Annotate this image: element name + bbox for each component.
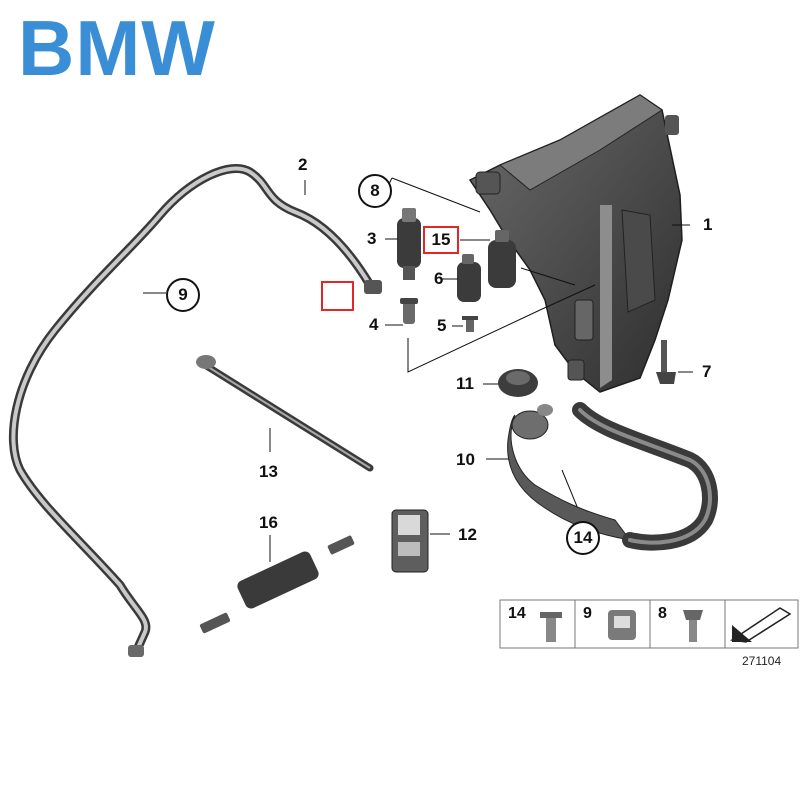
highlight-box	[321, 281, 354, 311]
callout-14: 14	[566, 521, 600, 555]
screw-5	[462, 316, 478, 332]
callout-16: 16	[259, 513, 278, 532]
sleeve-16	[199, 535, 355, 634]
washer-pump-15	[488, 230, 516, 288]
callout-4: 4	[369, 315, 379, 334]
callout-9: 9	[166, 278, 200, 312]
callout-8: 8	[358, 174, 392, 208]
callout-1: 1	[703, 215, 713, 234]
washer-pump-6	[457, 254, 481, 302]
hose-13	[196, 355, 374, 472]
washer-reservoir	[468, 94, 683, 393]
filler-cap-11	[498, 369, 538, 397]
legend-panel	[499, 599, 799, 649]
washer-pump-3	[397, 208, 421, 280]
diagram-code: 271104	[742, 654, 782, 668]
filler-hose	[572, 402, 718, 551]
connector-12	[391, 509, 429, 573]
callout-10: 10	[456, 450, 475, 469]
legend-9: 9	[583, 605, 592, 622]
callout-7: 7	[702, 362, 712, 381]
washer-hose-long	[8, 164, 382, 657]
part-7-pin	[656, 340, 676, 384]
callout-6: 6	[434, 269, 444, 288]
legend-8: 8	[658, 605, 667, 622]
grommet-4	[400, 298, 418, 324]
legend-14: 14	[508, 605, 526, 622]
callout-12: 12	[458, 525, 477, 544]
callout-13: 13	[259, 462, 278, 481]
bmw-logo: BMW	[18, 4, 216, 92]
callout-3: 3	[367, 229, 377, 248]
callout-11: 11	[456, 374, 474, 393]
callout-15: 15	[423, 226, 459, 254]
callout-2: 2	[298, 155, 308, 174]
callout-5: 5	[437, 316, 447, 335]
